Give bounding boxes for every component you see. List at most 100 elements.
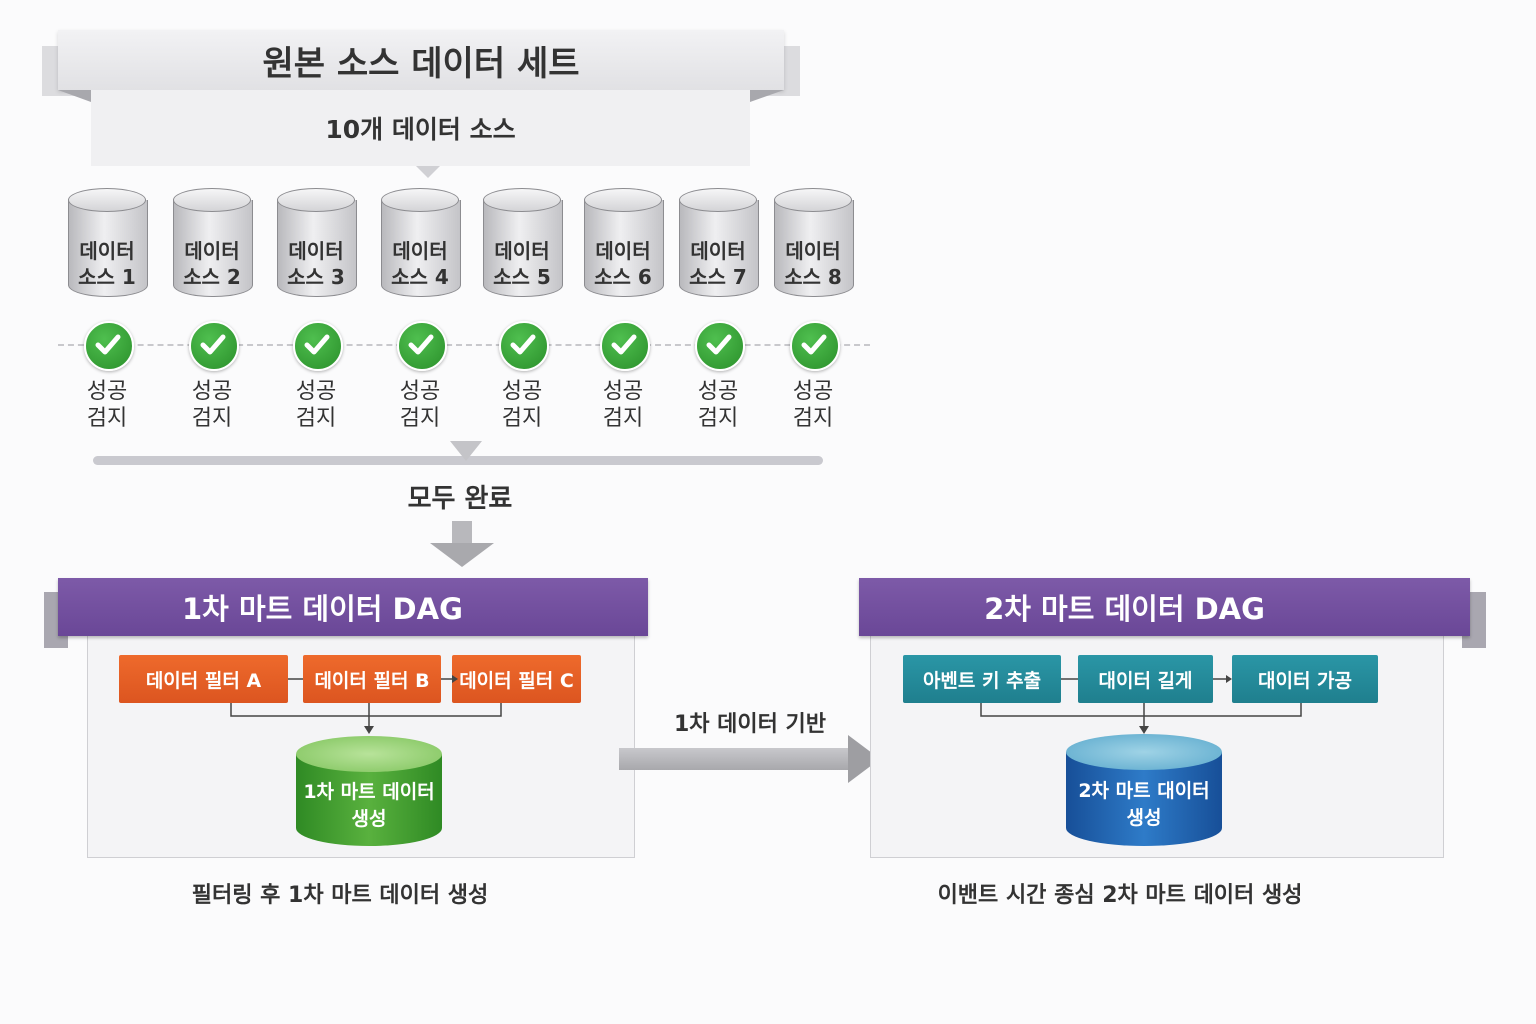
dag2-db-top (1066, 734, 1222, 770)
cylinder-body (774, 200, 854, 297)
check-icon (499, 321, 549, 371)
dag1-output-label-1: 1차 마트 데이터 (303, 781, 435, 803)
cylinder-top (483, 188, 561, 212)
big-arrow-down-icon (430, 543, 494, 567)
page-title: 원본 소스 데이터 세트 (58, 30, 784, 90)
dag1-db-top (296, 736, 442, 772)
detect-line2: 검지 (697, 406, 739, 431)
dag2-caption: 이밴트 시간 종심 2차 마트 데이터 생성 (937, 883, 1303, 908)
detect-line1: 성공 (399, 379, 441, 404)
source-label-line1: 데이터 (785, 239, 841, 263)
cylinder-top (173, 188, 251, 212)
dag2-step-3[interactable]: 대이터 가공 (1232, 655, 1378, 703)
source-label-line1: 데이터 (595, 239, 651, 263)
dag1-output-label-2: 생성 (351, 808, 387, 830)
detect-line2: 검지 (501, 406, 543, 431)
source-label-line2: 소스 1 (78, 265, 136, 289)
cylinder-body (381, 200, 461, 297)
source-label-line2: 소스 5 (493, 265, 551, 289)
detect-line1: 성공 (295, 379, 337, 404)
detect-line2: 검지 (792, 406, 834, 431)
source-label-line1: 데이터 (690, 239, 746, 263)
detect-line1: 성공 (191, 379, 233, 404)
source-label-line1: 데이터 (494, 239, 550, 263)
dag2-output-db: 2차 마트 대이터 생성 (1066, 734, 1222, 846)
cylinder-body (584, 200, 664, 297)
check-icon (695, 321, 745, 371)
detect-line1: 성공 (697, 379, 739, 404)
cylinder-body (679, 200, 759, 297)
dag1-step-1[interactable]: 데이터 필터 A (119, 655, 288, 703)
dag2-output-label-2: 생성 (1126, 807, 1162, 829)
dag1-output-db: 1차 마트 데이터 생성 (296, 736, 442, 846)
check-icon (189, 321, 239, 371)
caret-down-icon (416, 166, 440, 178)
detect-line1: 성공 (86, 379, 128, 404)
ribbon-fold-right (750, 90, 784, 102)
cylinder-body (277, 200, 357, 297)
source-label-line2: 소스 2 (183, 265, 241, 289)
dag1-step-3[interactable]: 데이터 필터 C (452, 655, 581, 703)
dag2-step-1[interactable]: 아벤트 키 추출 (903, 655, 1061, 703)
cylinder-top (584, 188, 662, 212)
dag1-title: 1차 마트 데이터 DAG (58, 578, 648, 636)
cylinder-body (68, 200, 148, 297)
check-icon (397, 321, 447, 371)
big-arrow-stem (452, 521, 472, 543)
all-done-label: 모두 완료 (407, 484, 513, 514)
source-label-line2: 소스 7 (689, 265, 747, 289)
source-label-line1: 데이터 (79, 239, 135, 263)
source-count-label: 10개 데이터 소스 (91, 90, 750, 166)
bridge-label: 1차 데이터 기반 (673, 712, 827, 737)
dag2-step-2[interactable]: 대이터 길게 (1078, 655, 1213, 703)
detect-line2: 검지 (602, 406, 644, 431)
check-icon (790, 321, 840, 371)
dag2-title: 2차 마트 데이터 DAG (859, 578, 1470, 636)
bridge-arrow-stem (619, 748, 851, 770)
cylinder-top (679, 188, 757, 212)
dag1-step-2[interactable]: 데이터 필터 B (303, 655, 441, 703)
detect-line2: 검지 (399, 406, 441, 431)
check-icon (600, 321, 650, 371)
dag2-title-text: 2차 마트 데이터 DAG (984, 592, 1265, 626)
source-label-line1: 데이터 (288, 239, 344, 263)
ribbon-fold-left (58, 90, 91, 102)
cylinder-top (774, 188, 852, 212)
detect-line1: 성공 (602, 379, 644, 404)
detect-line2: 검지 (191, 406, 233, 431)
source-label-line2: 소스 8 (784, 265, 842, 289)
source-label-line1: 데이터 (392, 239, 448, 263)
dag1-title-text: 1차 마트 데이터 DAG (182, 592, 463, 626)
source-label-line2: 소스 3 (287, 265, 345, 289)
dag1-caption: 필터링 후 1차 마트 데이터 생성 (191, 883, 489, 908)
source-label-line1: 데이터 (184, 239, 240, 263)
detect-line2: 검지 (295, 406, 337, 431)
source-label-line2: 소스 4 (391, 265, 449, 289)
dag2-output-label-1: 2차 마트 대이터 (1078, 780, 1210, 802)
cylinder-body (173, 200, 253, 297)
cylinder-top (381, 188, 459, 212)
dag2-connectors (980, 675, 1302, 734)
detect-line2: 검지 (86, 406, 128, 431)
